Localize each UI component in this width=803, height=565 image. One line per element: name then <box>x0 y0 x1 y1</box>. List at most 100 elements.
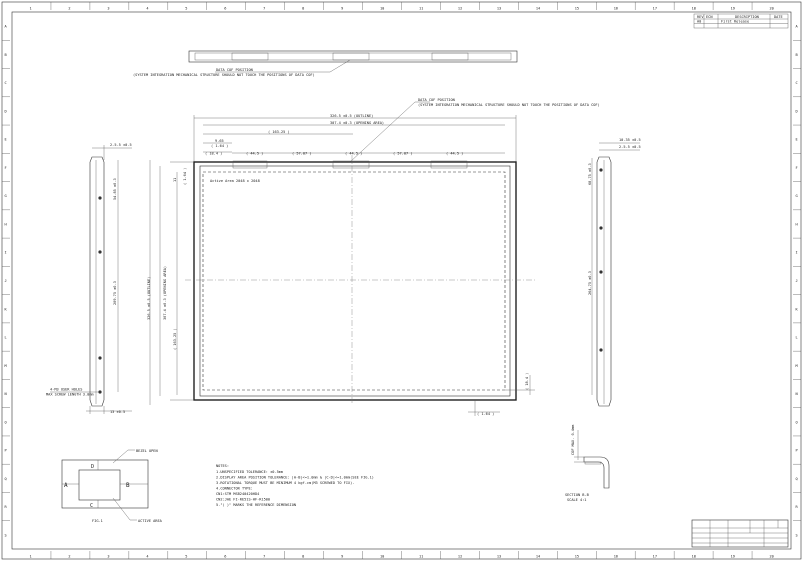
zone-number: 10 <box>380 555 384 559</box>
zone-number: 2 <box>68 7 70 11</box>
zone-letter: N <box>796 392 798 396</box>
dim-bottom: ( 1.64 ) <box>477 412 494 416</box>
zone-letter: P <box>5 449 7 453</box>
zone-number: 12 <box>458 555 462 559</box>
zone-letter: I <box>5 251 7 255</box>
dim-outline-height: 326.5 ±0.5 (OUTLINE) <box>147 277 151 320</box>
description-value: First Release <box>721 20 749 24</box>
zone-number: 13 <box>497 7 501 11</box>
screw-hole-icon <box>599 270 603 274</box>
screw-hole-icon <box>599 168 603 172</box>
date-header: DATE <box>774 15 783 19</box>
zone-letter: L <box>796 336 798 340</box>
inner-frame <box>11 11 792 550</box>
right-dim-top-2: 2-5.5 ±0.5 <box>619 145 641 149</box>
zone-number: 14 <box>536 555 540 559</box>
zone-number: 16 <box>614 555 618 559</box>
active-area-label: Active Area 2048 x 2048 <box>210 179 260 183</box>
zone-number: 8 <box>302 7 304 11</box>
dim-half-height: ( 163.25 ) <box>173 328 177 350</box>
right-dim-1: 68.75 ±0.3 <box>588 163 592 185</box>
dim-left-1: ( 18.4 ) <box>205 152 222 156</box>
zone-number: 20 <box>770 555 774 559</box>
zone-number: 9 <box>341 7 343 11</box>
zone-letter: O <box>5 420 7 424</box>
seg-dim-5: ( 44.5 ) <box>446 152 463 156</box>
zone-letter: G <box>5 194 7 198</box>
right-dim-top-1: 10.35 ±0.5 <box>619 138 641 142</box>
seg-dim-1: ( 44.5 ) <box>246 152 263 156</box>
zone-letter: Q <box>796 477 798 481</box>
zone-letter: R <box>5 505 8 509</box>
rev-value: A0 <box>697 20 701 24</box>
seg-dim-2: ( 57.07 ) <box>292 152 311 156</box>
letter-b: B <box>126 482 130 489</box>
note-line-4: 4.CONNECTOR TYPE: <box>216 487 253 491</box>
screw-hole-icon <box>599 348 603 352</box>
section-label: SECTION B-B <box>565 493 589 497</box>
zone-number: 3 <box>107 7 109 11</box>
rev-header: REV <box>697 15 704 19</box>
zone-letter: K <box>796 307 799 311</box>
zone-letter: N <box>5 392 7 396</box>
zone-letter: G <box>796 194 798 198</box>
zone-letter: M <box>5 364 8 368</box>
dim-side-11: 11 <box>173 178 177 182</box>
zone-number: 7 <box>263 7 265 11</box>
left-dim-2: 209.75 ±0.3 <box>113 281 117 305</box>
zone-letter: A <box>796 25 799 29</box>
zone-letter: D <box>5 109 7 113</box>
active-area-label-fig: ACTIVE AREA <box>138 519 163 523</box>
screw-hole-icon <box>98 356 102 360</box>
section-scale: SCALE 4:1 <box>567 498 586 502</box>
zone-letter: L <box>5 336 7 340</box>
note-line-1: 1.UNSPECIFIED TOLERANCE: ±0.5mm <box>216 470 283 474</box>
fig-label: FIG.1 <box>92 519 103 523</box>
letter-d: D <box>91 464 94 470</box>
zone-number: 16 <box>614 7 618 11</box>
zone-letter: B <box>796 53 798 57</box>
zone-number: 5 <box>185 555 187 559</box>
note-line-5: CN1:STM MSB240420HD4 <box>216 492 259 496</box>
zone-number: 17 <box>653 7 657 11</box>
left-side-view: 2-5.5 ±0.5 54.85 ±0.3 209.75 ±0.3 4-M3 U… <box>46 143 132 414</box>
zone-letter: F <box>796 166 798 170</box>
zone-letter: S <box>796 533 798 537</box>
zone-number: 15 <box>575 7 579 11</box>
zone-number: 8 <box>302 555 304 559</box>
right-dim-2: 264.75 ±0.3 <box>588 271 592 295</box>
front-cof-label: DATA COF POSITION <box>418 98 455 102</box>
letter-a: A <box>64 482 68 489</box>
zone-letter: F <box>5 166 7 170</box>
zone-letter: B <box>5 53 7 57</box>
note-line-6: CN2:JAE FI-RE51S-HF-R1500 <box>216 498 270 502</box>
zone-letter: O <box>796 420 798 424</box>
bezel-open-label: BEZEL OPEN <box>136 449 158 453</box>
active-area-box <box>78 469 121 501</box>
zone-letter: K <box>5 307 8 311</box>
top-cof-label: DATA COF POSITION <box>216 68 253 72</box>
dim-side-small: ( 1.64 ) <box>183 168 187 185</box>
zone-letter: E <box>5 138 7 142</box>
left-dim-1: 54.85 ±0.3 <box>113 178 117 200</box>
note-line-2: 2.DISPLAY AREA POSITION TOLERANCE: |A-B|… <box>216 476 374 480</box>
zone-number: 6 <box>224 555 226 559</box>
dim-opening-height: 307.4 ±0.3 (OPENING AREA) <box>163 266 167 320</box>
dim-9-65: 9.65 <box>215 139 224 143</box>
dim-right: ( 18.4 ) <box>525 373 529 390</box>
zone-letter: Q <box>5 477 7 481</box>
zone-letter: E <box>796 138 798 142</box>
screw-hole-icon <box>98 250 102 254</box>
zone-letter: H <box>5 222 7 226</box>
zone-letter: J <box>796 279 798 283</box>
section-dim: COF MAX. 0.4mm <box>571 425 575 455</box>
zone-letter: M <box>796 364 799 368</box>
dim-outline-width: 326.5 ±0.5 (OUTLINE) <box>330 114 373 118</box>
zone-letter: R <box>796 505 799 509</box>
zone-number: 11 <box>419 555 423 559</box>
zone-number: 15 <box>575 555 579 559</box>
zone-number: 18 <box>692 7 696 11</box>
